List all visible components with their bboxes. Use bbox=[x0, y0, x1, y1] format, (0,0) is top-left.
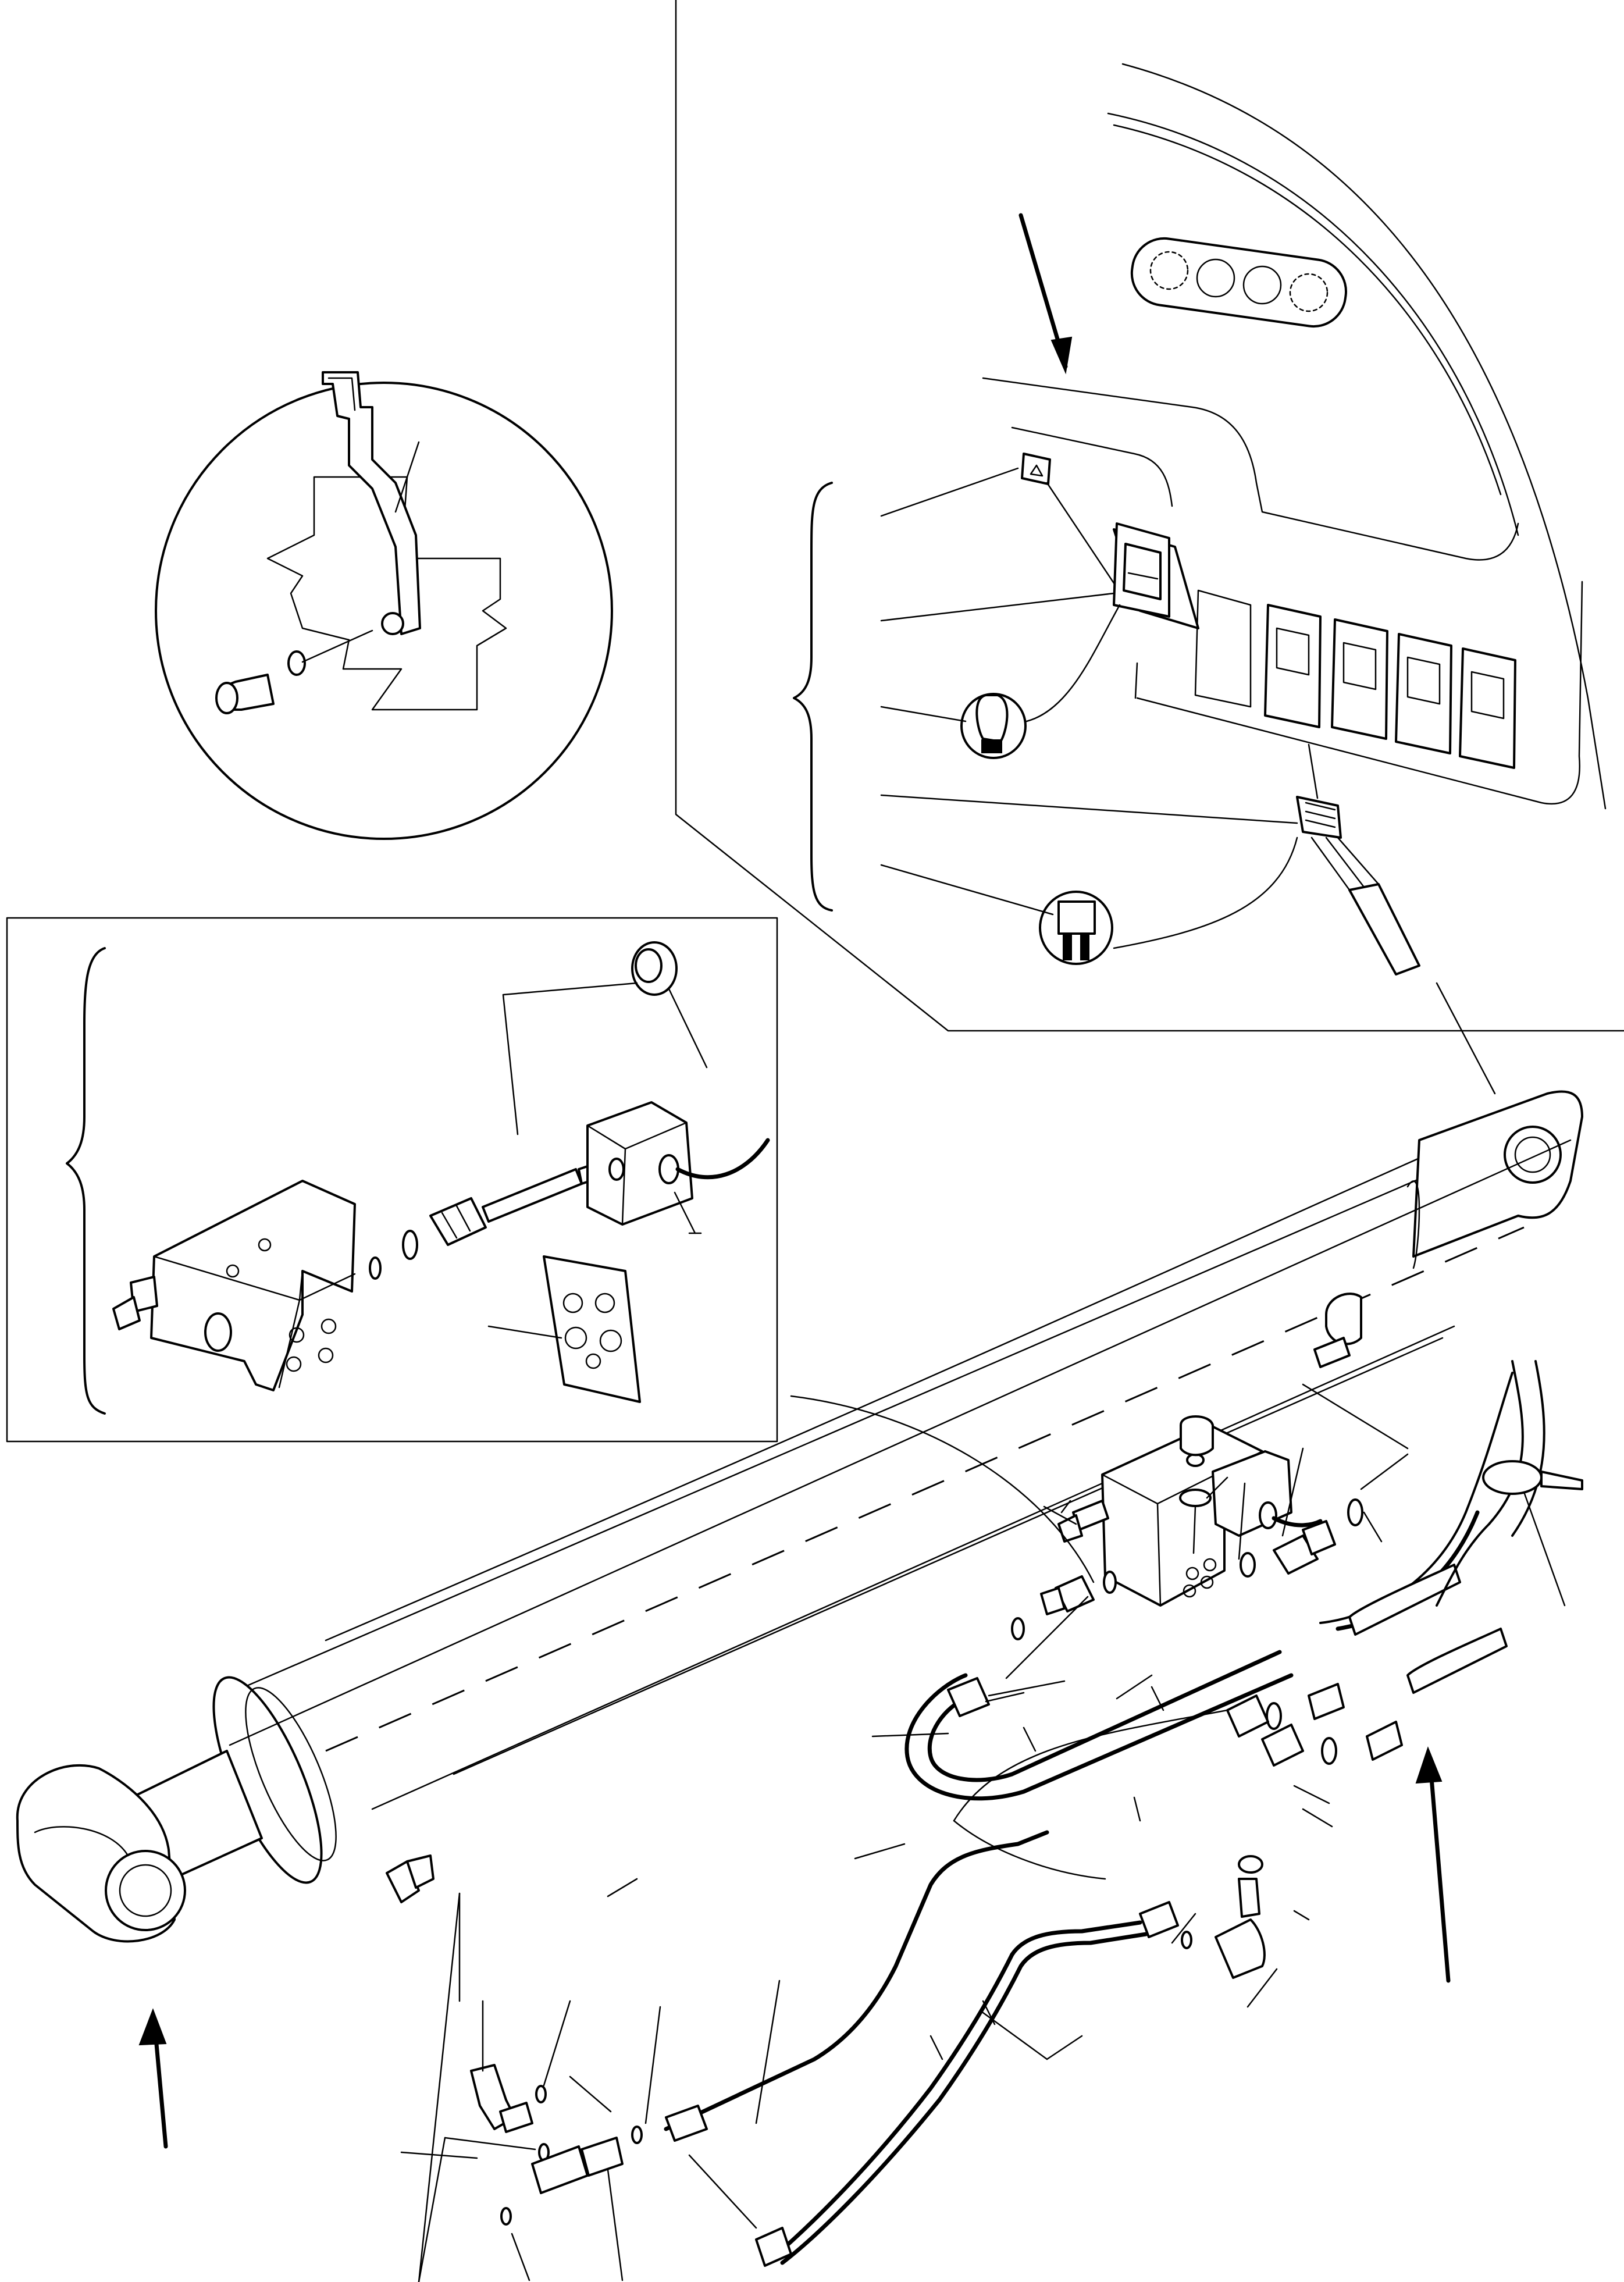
valve-block-detail bbox=[66, 941, 770, 1415]
panel-frames bbox=[6, 0, 1624, 1443]
callout-leaders bbox=[400, 982, 1496, 2282]
cylinder-valve-block bbox=[1011, 1360, 1583, 1765]
earth-strap-detail bbox=[155, 371, 613, 840]
switch-panel-detail bbox=[793, 63, 1607, 976]
rigid-pipes bbox=[664, 1650, 1304, 2267]
lift-cylinder-assembly bbox=[16, 1090, 1583, 2149]
bottom-fittings bbox=[470, 1855, 1266, 2226]
